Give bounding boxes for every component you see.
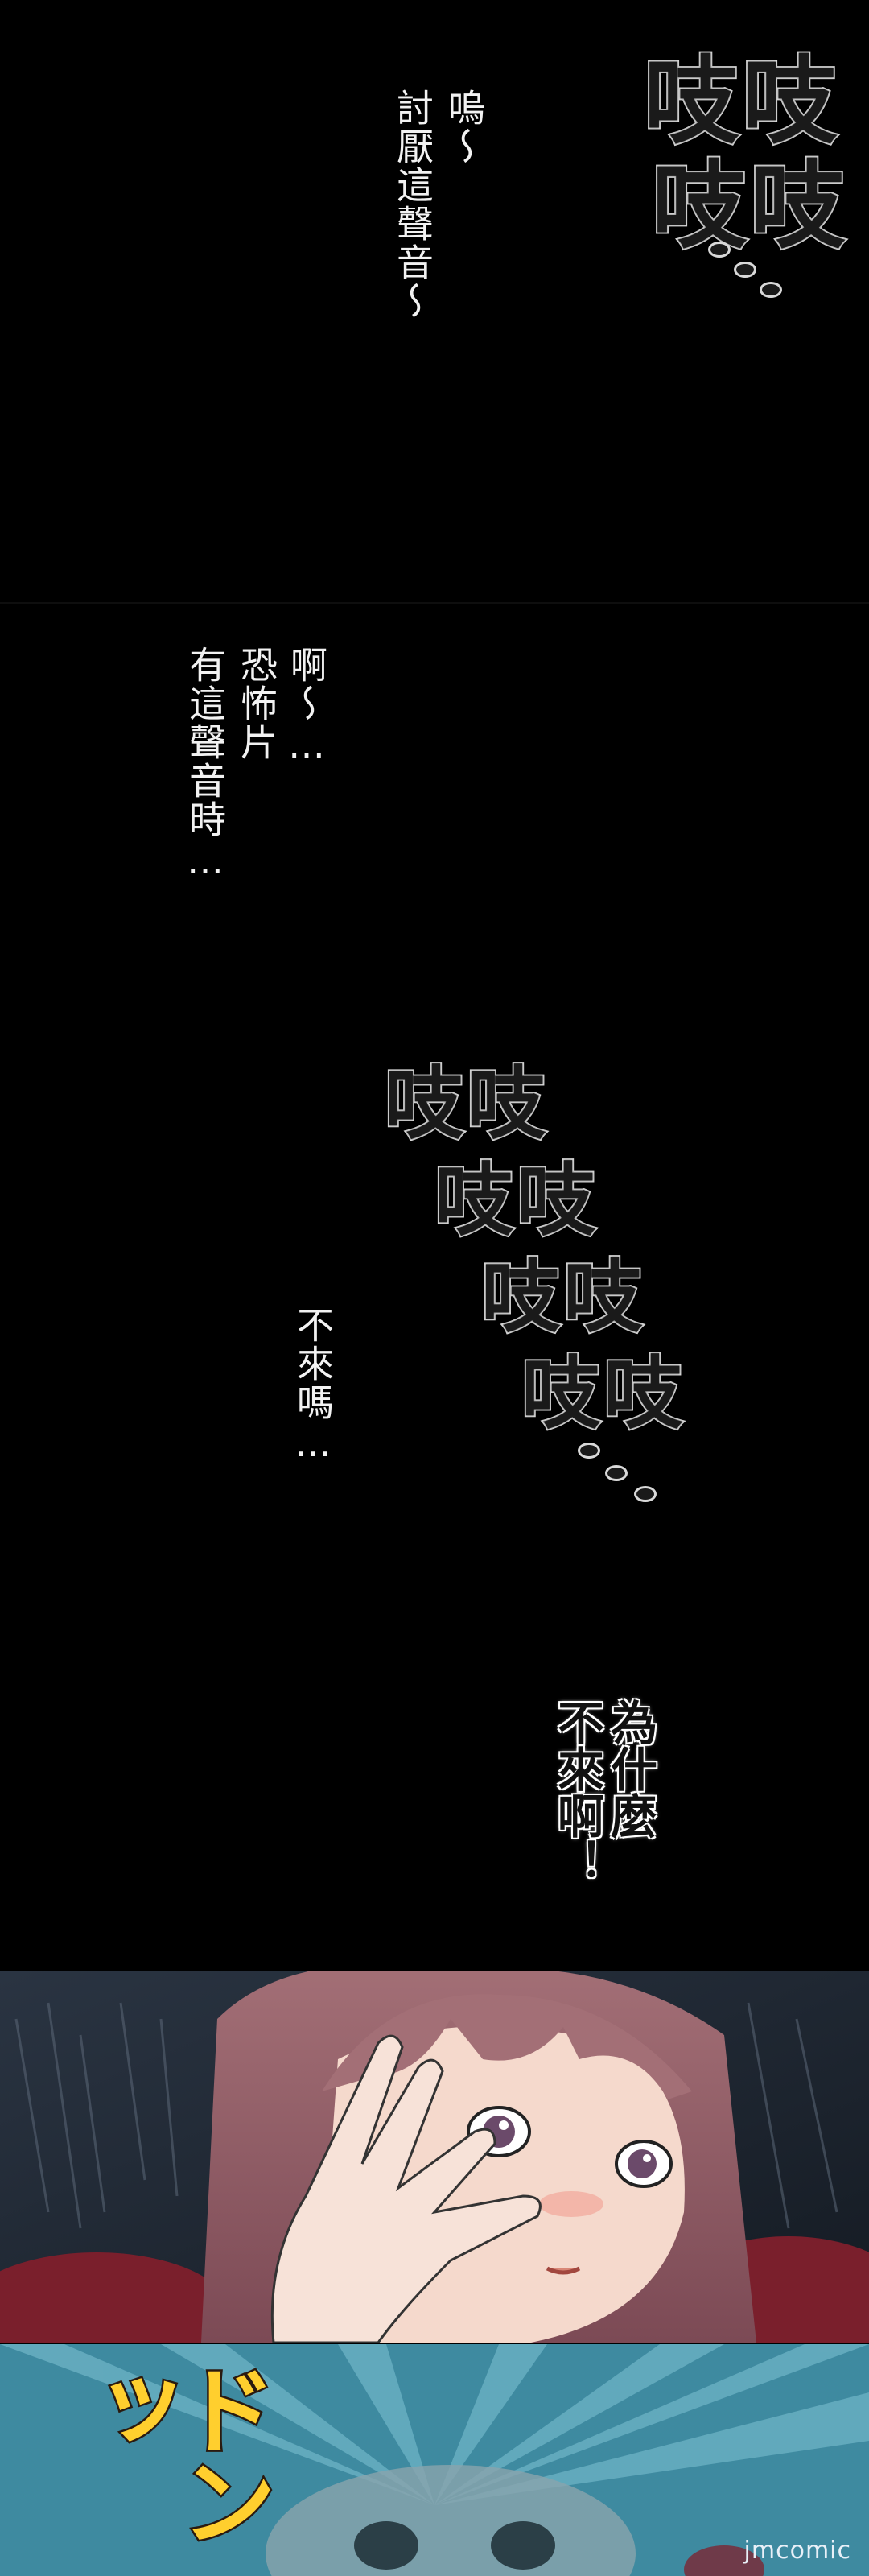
narration-2d: 不來嗎… — [291, 1306, 335, 1467]
panel-1: 吱吱 吱吱 嗚～ 討厭這聲音～ — [0, 0, 869, 596]
sfx-squeak-5: 吱吱 — [480, 1249, 646, 1345]
panel-4-face — [0, 1971, 869, 2343]
sfx-dot — [605, 1465, 628, 1481]
sfx-dot — [634, 1486, 657, 1502]
woman-face-illustration — [0, 1971, 869, 2343]
sfx-dot — [734, 262, 756, 278]
sfx-dot — [708, 242, 731, 258]
narration-1a: 嗚～ — [443, 89, 486, 166]
sfx-dot — [578, 1443, 600, 1459]
narration-1b: 討厭這聲音～ — [391, 89, 434, 320]
panel-divider — [0, 602, 869, 604]
sfx-don: ドンッ — [65, 2359, 278, 2546]
sfx-squeak-1: 吱吱 — [642, 43, 841, 159]
sfx-squeak-6: 吱吱 — [520, 1346, 686, 1442]
sfx-squeak-2: 吱吱 — [650, 148, 849, 263]
sfx-squeak-4: 吱吱 — [433, 1153, 599, 1249]
panel-2: 啊～… 恐怖片 有這聲音時… 吱吱 吱吱 吱吱 吱吱 不來嗎… — [0, 605, 869, 2199]
panel-5-impact: ドンッ jmcomic — [0, 2344, 869, 2576]
sfx-squeak-3: 吱吱 — [383, 1056, 550, 1152]
narration-2b: 恐怖片 — [235, 646, 278, 762]
speech-bubble-col1: 為什麼 — [603, 1699, 657, 1839]
narration-2a: 啊～… — [285, 646, 328, 768]
watermark: jmcomic — [743, 2537, 851, 2565]
speech-bubble-col2: 不來啊！ — [550, 1699, 604, 1885]
impact-background — [0, 2344, 869, 2576]
sfx-dot — [760, 282, 782, 298]
narration-2c: 有這聲音時… — [183, 646, 227, 884]
